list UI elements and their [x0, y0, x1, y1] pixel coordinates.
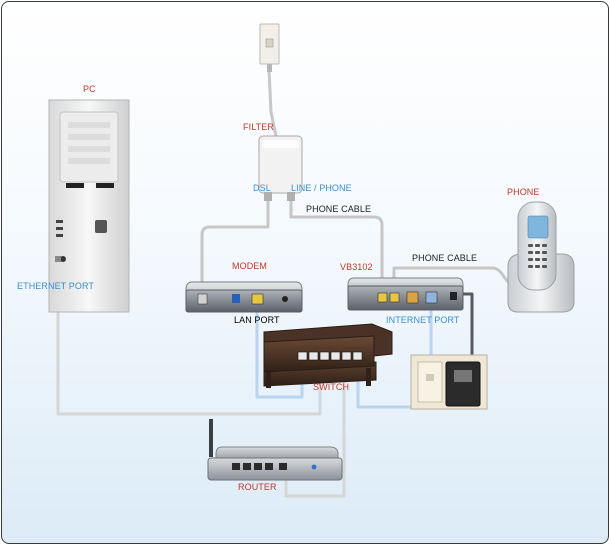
wall-ethernet-outlet-icon: [410, 354, 488, 410]
phone-label: PHONE: [507, 187, 540, 197]
modem-label: MODEM: [232, 261, 267, 271]
cable-vb3102-to-phone: [392, 266, 516, 300]
cable-wall-to-filter: [267, 68, 278, 138]
lan-port-label: LAN PORT: [234, 315, 280, 325]
cable-switch-to-router: [284, 362, 346, 498]
cable-filter-to-modem: [200, 198, 270, 304]
vb3102-adapter-icon: [347, 277, 464, 311]
dsl-filter-icon: [258, 135, 303, 201]
pc-tower-icon: [48, 99, 130, 313]
switch-label: SWITCH: [313, 382, 350, 392]
cordless-phone-icon: [507, 201, 575, 313]
phone-cable-label-2: PHONE CABLE: [412, 253, 478, 263]
filter-label: FILTER: [243, 122, 274, 132]
phone-cable-label-1: PHONE CABLE: [306, 204, 372, 214]
internet-port-label: INTERNET PORT: [386, 315, 460, 325]
pc-label: PC: [83, 84, 96, 94]
router-icon: [207, 419, 343, 481]
dsl-label: DSL: [253, 183, 271, 193]
router-label: ROUTER: [238, 482, 277, 492]
cable-filter-to-vb3102: [289, 198, 384, 304]
cable-pc-to-switch: [56, 262, 322, 416]
network-switch-icon: [263, 323, 393, 388]
wall-phone-jack-icon: [259, 23, 280, 72]
vb3102-label: VB3102: [340, 262, 373, 272]
ethernet-port-label: ETHERNET PORT: [17, 281, 94, 291]
line-phone-label: LINE / PHONE: [291, 183, 352, 193]
dsl-modem-icon: [185, 281, 303, 313]
